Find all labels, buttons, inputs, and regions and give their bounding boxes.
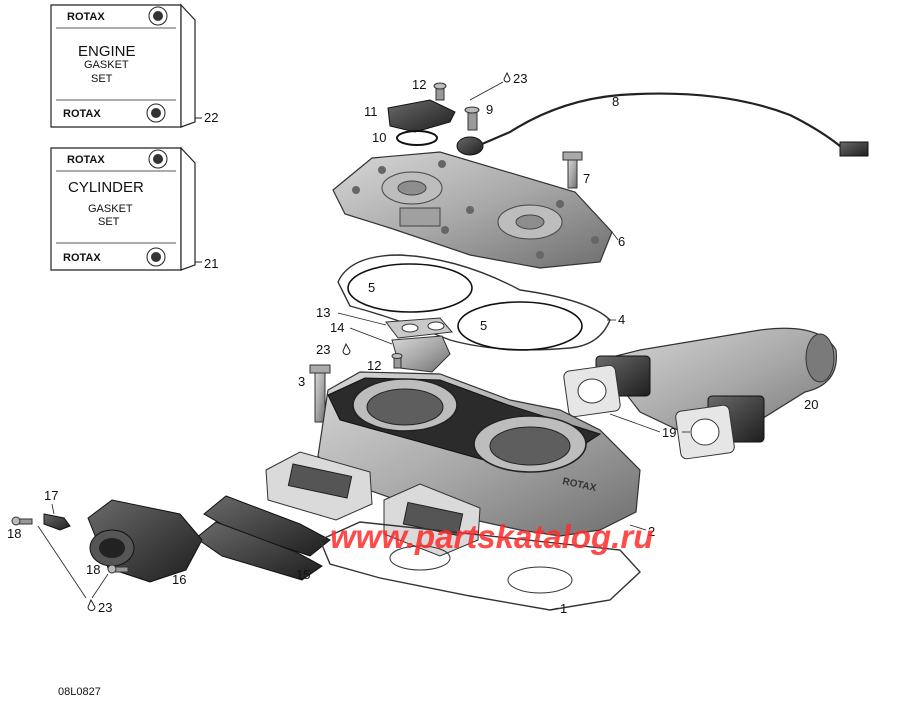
callout-4: 4: [618, 312, 625, 327]
callout-14: 14: [330, 320, 344, 335]
loctite-icon: [342, 342, 351, 355]
kit-line3: SET: [98, 216, 120, 228]
kit-line2: GASKET: [88, 203, 133, 215]
sensor-assembly: 12 23 11 10 9 8: [364, 71, 869, 157]
callout-17: 17: [44, 488, 58, 503]
loctite-icon: [87, 598, 96, 611]
water-outlet: 13 14 23 12: [316, 305, 453, 373]
cylinder-o-ring: [347, 263, 473, 313]
screws-18: 18 18 23: [7, 516, 129, 615]
callout-6: 6: [618, 234, 625, 249]
callout-3: 3: [298, 374, 305, 389]
sensor-connector: [839, 141, 869, 157]
figure-code: 08L0827: [58, 686, 101, 698]
callout-12: 12: [367, 358, 381, 373]
callout-22: 22: [204, 110, 218, 125]
callout-21: 21: [204, 256, 218, 271]
kit-brand-top: ROTAX: [67, 11, 105, 23]
intake-adaptor: 16: [87, 499, 203, 587]
exhaust-manifold: 20: [595, 327, 838, 451]
reed-valve-housing: [265, 451, 481, 557]
callout-1: 1: [560, 601, 567, 616]
sensor-cover: [387, 99, 456, 133]
kit-brand-top: ROTAX: [67, 154, 105, 166]
callout-18: 18: [86, 562, 100, 577]
exhaust-gaskets: 19: [563, 364, 735, 460]
knock-sensor: [456, 136, 484, 156]
head-gasket: 5 5 4: [337, 254, 625, 351]
cylinder-head-bolt: 7: [562, 151, 590, 189]
callout-19: 19: [662, 425, 676, 440]
watermark: www.partskatalog.ru: [330, 518, 653, 555]
callout-5: 5: [480, 318, 487, 333]
callout-18: 18: [7, 526, 21, 541]
callout-15: 15: [296, 567, 310, 582]
callout-23: 23: [316, 342, 330, 357]
callout-5: 5: [368, 280, 375, 295]
callout-20: 20: [804, 397, 818, 412]
engine-gasket-set-kit: ROTAX ENGINE GASKET SET ROTAX 22: [50, 3, 218, 128]
reed-valve-block: 15: [195, 495, 331, 582]
loctite-icon: [503, 71, 511, 83]
kit-title: CYLINDER: [68, 179, 144, 196]
callout-12: 12: [412, 77, 426, 92]
cylinder-head: 6: [332, 151, 625, 269]
callout-23: 23: [98, 600, 112, 615]
callout-10: 10: [372, 130, 386, 145]
kit-title: ENGINE: [78, 43, 136, 60]
callout-11: 11: [364, 104, 378, 119]
kit-brand-bottom: ROTAX: [63, 252, 101, 264]
callout-9: 9: [486, 102, 493, 117]
cylinder-bolt: 3: [298, 364, 331, 423]
o-ring: [396, 130, 438, 146]
kit-line2: GASKET: [84, 59, 129, 71]
callout-8: 8: [612, 94, 619, 109]
clamp: 17: [43, 488, 71, 531]
callout-13: 13: [316, 305, 330, 320]
sensor-cable: [481, 92, 841, 147]
cylinder-o-ring: [457, 301, 583, 351]
callout-23: 23: [513, 71, 527, 86]
cylinder-gasket-set-kit: ROTAX CYLINDER GASKET SET ROTAX 21: [50, 146, 218, 271]
base-gasket: 1: [319, 521, 641, 616]
callout-7: 7: [583, 171, 590, 186]
kit-line3: SET: [91, 73, 113, 85]
callout-16: 16: [172, 572, 186, 587]
kit-brand-bottom: ROTAX: [63, 108, 101, 120]
callout-2: 2: [648, 524, 655, 539]
